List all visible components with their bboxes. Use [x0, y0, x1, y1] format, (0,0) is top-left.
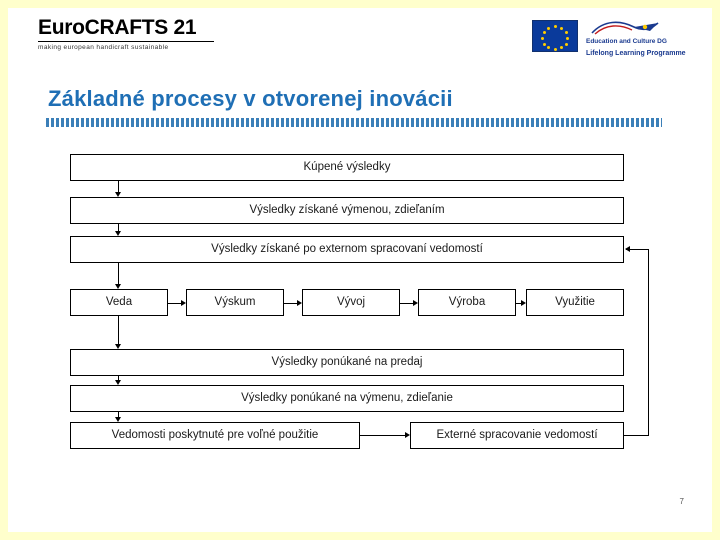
logo-tagline: making european handicraft sustainable: [38, 44, 169, 51]
logo-word-crafts: CRAFTS 21: [84, 16, 197, 39]
diagram-box-knowledge-free-use: Vedomosti poskytnuté pre voľné použitie: [70, 422, 360, 449]
title-underline-decoration: [46, 118, 662, 127]
diagram-box-production: Výroba: [418, 289, 516, 316]
diagram-box-science: Veda: [70, 289, 168, 316]
process-diagram: Kúpené výsledky Výsledky získané výmenou…: [52, 150, 672, 470]
llp-line1-label: Education and Culture DG: [586, 38, 667, 45]
diagram-box-usage: Využitie: [526, 289, 624, 316]
diagram-box-offered-for-exchange: Výsledky ponúkané na výmenu, zdieľanie: [70, 385, 624, 412]
eu-branding: Education and Culture DG Lifelong Learni…: [532, 18, 686, 70]
llp-swoosh-icon: [591, 21, 659, 35]
diagram-box-research: Výskum: [186, 289, 284, 316]
logo-wordmark: EuroCRAFTS 21: [38, 16, 218, 40]
diagram-box-external-processing-results: Výsledky získané po externom spracovaní …: [70, 236, 624, 263]
eu-flag-icon: [532, 20, 578, 52]
diagram-box-bought-results: Kúpené výsledky: [70, 154, 624, 181]
diagram-box-development: Vývoj: [302, 289, 400, 316]
diagram-box-offered-for-sale: Výsledky ponúkané na predaj: [70, 349, 624, 376]
diagram-box-external-knowledge-processing: Externé spracovanie vedomostí: [410, 422, 624, 449]
feedback-line-vertical-right: [648, 249, 649, 436]
llp-line2-label: Lifelong Learning Programme: [586, 50, 686, 57]
page-number: 7: [679, 497, 684, 506]
feedback-line-bottom: [624, 435, 649, 436]
llp-logo: Education and Culture DG Lifelong Learni…: [582, 18, 686, 68]
logo-divider: [38, 41, 214, 42]
logo-word-euro: Euro: [38, 16, 85, 39]
page-title: Základné procesy v otvorenej inovácii: [48, 86, 453, 111]
slide-canvas: EuroCRAFTS 21 making european handicraft…: [8, 8, 712, 532]
diagram-box-exchange-results: Výsledky získané výmenou, zdieľaním: [70, 197, 624, 224]
eurocrafts-logo: EuroCRAFTS 21 making european handicraft…: [38, 16, 218, 56]
